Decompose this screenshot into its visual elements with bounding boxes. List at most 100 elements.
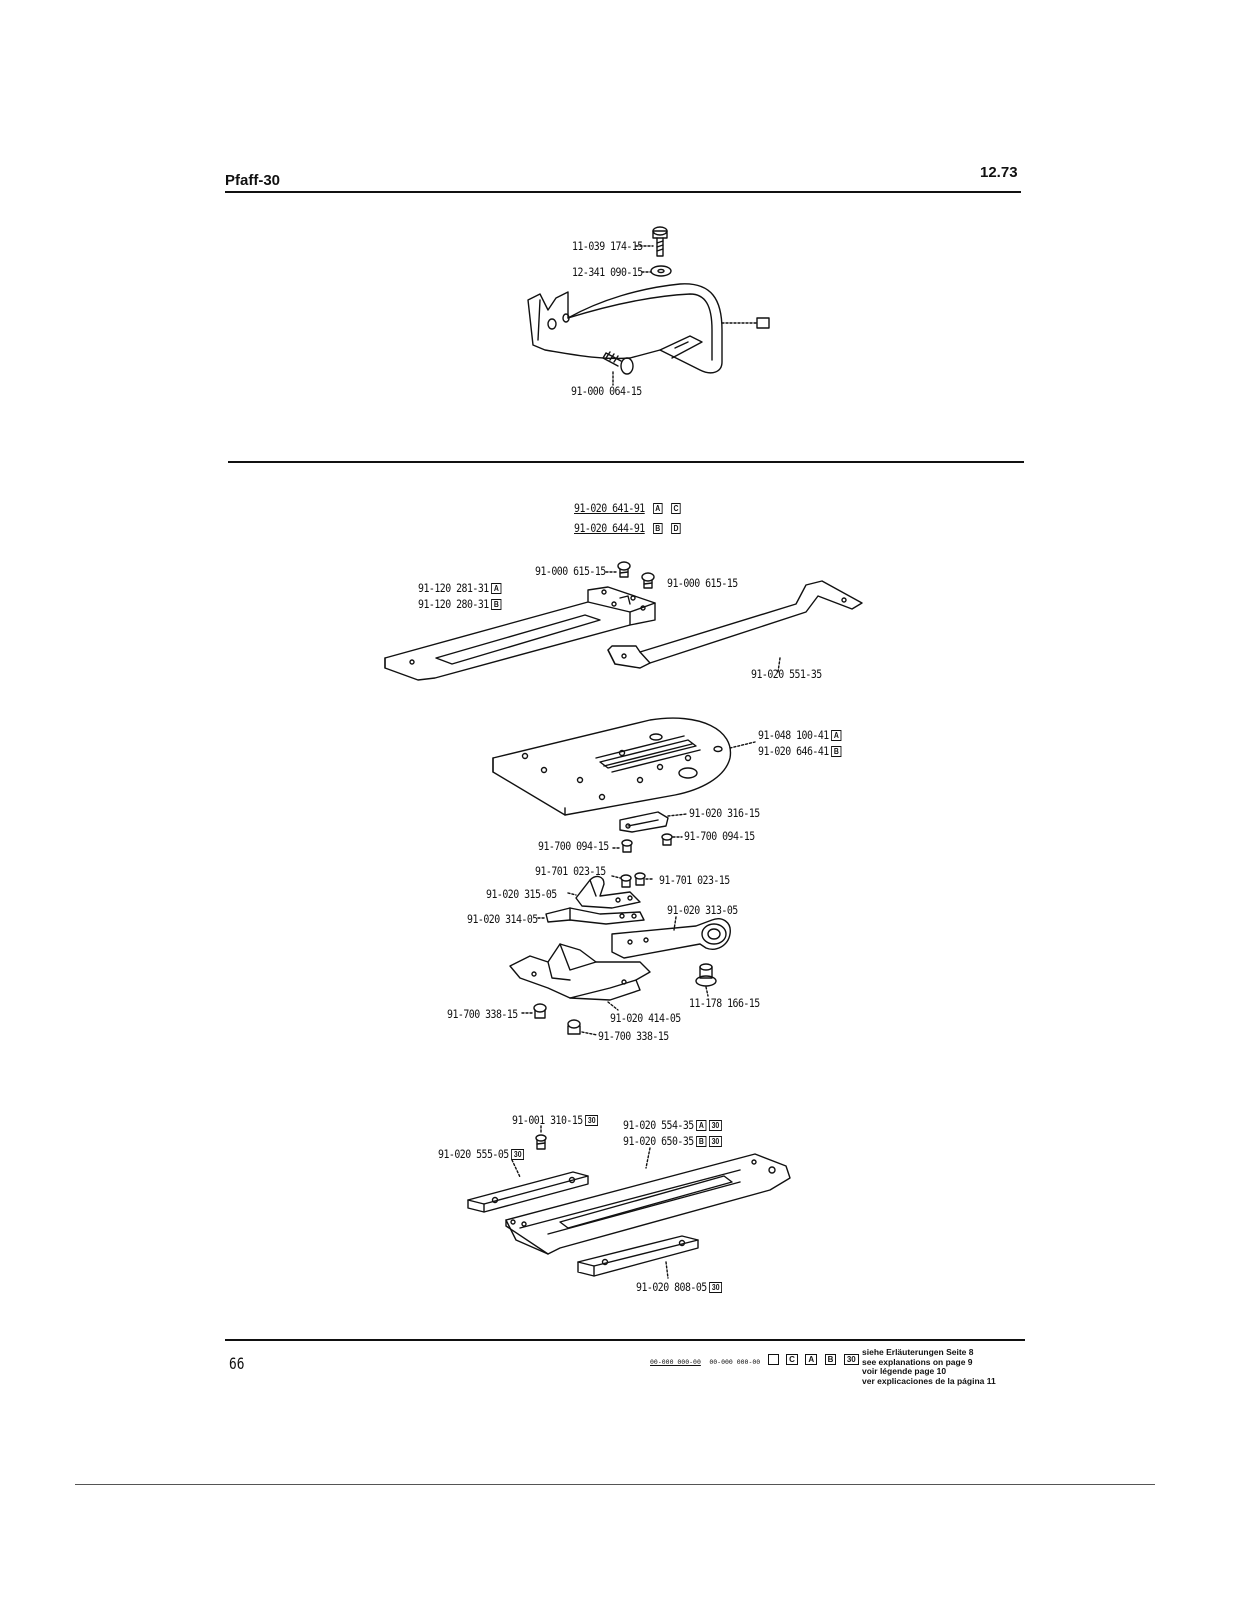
part-label: 91-701 023-15 — [535, 864, 606, 878]
part-label: 91-000 064-15 — [571, 384, 642, 398]
stud-166-drawing — [695, 963, 717, 997]
code-badge: A — [652, 503, 663, 514]
screw-615-left-drawing — [605, 561, 631, 578]
legend-code: 00-000 000-00 — [709, 1358, 761, 1366]
slide-554-drawing — [505, 1147, 791, 1255]
legend-line-es: ver explicaciones de la página 11 — [862, 1375, 996, 1386]
code-badge: A — [696, 1120, 707, 1131]
part-label: 91-700 094-15 — [538, 839, 609, 853]
part-number: 91-020 555-05 — [438, 1147, 509, 1161]
header-title: Pfaff-30 — [225, 172, 281, 189]
code-badge: B — [831, 746, 842, 757]
screw-615-right-drawing — [641, 572, 655, 589]
screw-338-left-drawing — [521, 1003, 547, 1019]
code-badge: D — [670, 523, 682, 534]
code-badge: 30 — [511, 1149, 525, 1160]
screw-094-right-drawing — [661, 833, 683, 846]
code-badge: 30 — [709, 1120, 722, 1131]
legend-codes: 00-000 000-00 00-000 000-00 C A B 30 — [650, 1351, 859, 1369]
code-badge: 30 — [709, 1282, 723, 1293]
code-badge: B — [652, 523, 663, 534]
throat-plate-drawing — [492, 717, 756, 816]
washer-drawing — [641, 265, 672, 277]
part-number: 91-020 650-35 — [623, 1134, 694, 1148]
bolt-11-039-drawing — [635, 226, 668, 257]
part-label: 91-020 316-15 — [689, 806, 760, 820]
legend-box-a: A — [805, 1354, 818, 1366]
part-number: 91-120 281-31 — [418, 581, 489, 595]
legend-box-empty — [767, 1354, 779, 1366]
part-label: 91-701 023-15 — [659, 873, 730, 887]
spring-314-drawing — [537, 907, 645, 925]
legend-box-b: B — [824, 1354, 837, 1366]
part-number: 91-020 808-05 — [636, 1280, 707, 1294]
cover-plate-drawing — [607, 580, 863, 673]
assembly-label-b: 91-020 644-91 B D — [574, 521, 682, 535]
part-label: 91-020 551-35 — [751, 667, 822, 681]
part-label: 91-020 314-05 — [467, 912, 538, 926]
part-number: 91-020 554-35 — [623, 1118, 694, 1132]
bottom-plate-808-drawing — [577, 1235, 699, 1279]
part-label: 11-039 174-15 — [572, 239, 643, 253]
header-date: 12.73 — [980, 164, 1018, 181]
code-badge: B — [696, 1136, 707, 1147]
slide-plate-drawing — [384, 586, 656, 681]
screw-338-bottom-drawing — [567, 1019, 598, 1036]
code-badge: B — [491, 599, 502, 610]
screw-91-000-064-drawing — [602, 351, 634, 386]
screw-023-drawing — [611, 872, 655, 888]
part-number: 91-020 646-41 — [758, 744, 829, 758]
feed-dog-414-drawing — [509, 943, 651, 1011]
part-label: 91-000 615-15 — [535, 564, 606, 578]
legend-box-30: 30 — [843, 1354, 859, 1366]
header-rule — [225, 191, 1021, 193]
part-number: 91-048 100-41 — [758, 728, 829, 742]
bracket-drawing — [527, 283, 770, 374]
code-badge: 30 — [585, 1115, 599, 1126]
screw-094-left-drawing — [612, 839, 633, 853]
part-label: 91-020 313-05 — [667, 903, 738, 917]
footer-rule — [225, 1339, 1025, 1341]
code-badge: 30 — [709, 1136, 722, 1147]
part-label: 91-700 338-15 — [598, 1029, 669, 1043]
left-plate-555-drawing — [467, 1159, 589, 1213]
legend-line-en: see explanations on page 9 — [862, 1356, 973, 1367]
feed-bar-313-drawing — [611, 916, 731, 959]
part-label: 91-700 338-15 — [447, 1007, 518, 1021]
page-number: 66 — [229, 1354, 245, 1373]
legend-line-fr: voir légende page 10 — [862, 1366, 947, 1376]
lever-315-drawing — [567, 875, 641, 909]
legend-box-c: C — [786, 1354, 798, 1366]
code-badge: A — [491, 583, 502, 594]
legend-text: siehe Erläuterungen Seite 8 see explanat… — [862, 1347, 996, 1386]
section-divider — [228, 461, 1024, 463]
spring-316-drawing — [619, 811, 688, 833]
assembly-number: 91-020 641-91 — [574, 501, 645, 515]
legend-line-de: siehe Erläuterungen Seite 8 — [862, 1347, 974, 1357]
part-label: 11-178 166-15 — [689, 996, 760, 1010]
part-label: 91-020 315-05 — [486, 887, 557, 901]
part-label: 91-700 094-15 — [684, 829, 755, 843]
part-number: 91-120 280-31 — [418, 597, 489, 611]
part-label: 91-000 615-15 — [667, 576, 738, 590]
screw-310-drawing — [535, 1125, 547, 1150]
assembly-label-a: 91-020 641-91 A C — [574, 501, 682, 515]
bottom-scan-line — [75, 1484, 1155, 1485]
part-label: 12-341 090-15 — [572, 265, 643, 279]
part-label: 91-020 414-05 — [610, 1011, 681, 1025]
part-number: 91-001 310-15 — [512, 1113, 583, 1127]
assembly-number: 91-020 644-91 — [574, 521, 645, 535]
code-badge: A — [831, 730, 842, 741]
code-badge: C — [670, 503, 682, 514]
legend-code-underlined: 00-000 000-00 — [650, 1358, 701, 1366]
